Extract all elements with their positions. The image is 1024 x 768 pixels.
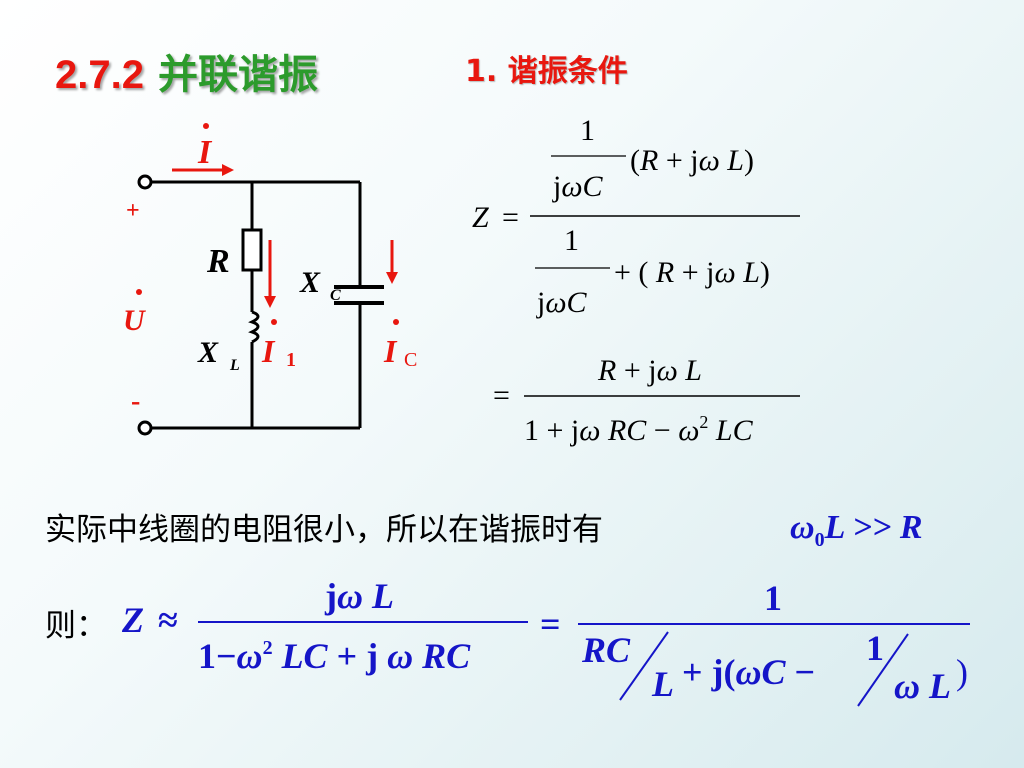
svg-text:≈: ≈ [158, 600, 178, 640]
svg-text:1: 1 [580, 114, 595, 147]
svg-text:RC: RC [581, 630, 631, 670]
subtitle: 1. 谐振条件 [465, 54, 628, 89]
inductor-sub: L [229, 357, 240, 374]
svg-text:1−ω2 LC + j ω RC: 1−ω2 LC + j ω RC [198, 636, 471, 676]
svg-text:=: = [502, 201, 519, 234]
inductor-label: X [197, 336, 219, 369]
svg-text:Z: Z [121, 600, 144, 640]
svg-text:ω0L >> R: ω0L >> R [790, 509, 923, 551]
svg-text:(R + jω L): (R + jω L) [630, 144, 754, 177]
source-current-label: I [197, 134, 213, 171]
capacitor-label: X [299, 266, 321, 299]
branch1-current-label: I [261, 333, 276, 369]
svg-text:1: 1 [866, 628, 884, 668]
svg-text:=: = [540, 604, 561, 644]
plus-label: + [126, 198, 140, 224]
resistor-label: R [206, 243, 230, 280]
svg-text:Z: Z [472, 201, 489, 234]
section-title: 并联谐振 [157, 52, 318, 98]
page-title: 2.7.2 并联谐振 [55, 42, 318, 100]
capacitor-sub: C [330, 287, 341, 304]
svg-text:jωC: jωC [536, 286, 588, 319]
svg-text:1: 1 [564, 224, 579, 257]
svg-text:+ j(ωC −: + j(ωC − [682, 652, 815, 692]
svg-text:jωC: jωC [552, 170, 604, 203]
svg-text:1: 1 [764, 578, 782, 618]
capacitor-current-label: I [383, 333, 398, 369]
svg-text:jω L: jω L [324, 576, 394, 616]
svg-text:+ ( R + jω L): + ( R + jω L) [614, 256, 770, 289]
capacitor-current-sub: C [404, 349, 417, 371]
then-label: 则： [45, 608, 107, 644]
svg-text:): ) [956, 652, 968, 692]
section-number: 2.7.2 [55, 53, 144, 97]
svg-text:R + jω L: R + jω L [597, 354, 702, 387]
minus-label: - [131, 386, 140, 417]
svg-text:L: L [651, 664, 674, 704]
condition-text: 实际中线圈的电阻很小，所以在谐振时有 [45, 512, 603, 548]
svg-text:ω L: ω L [894, 666, 951, 706]
voltage-label: U [123, 304, 146, 337]
branch1-sub: 1 [286, 349, 296, 371]
svg-text:1 + jω RC − ω2 LC: 1 + jω RC − ω2 LC [524, 412, 754, 447]
svg-text:=: = [493, 379, 510, 412]
